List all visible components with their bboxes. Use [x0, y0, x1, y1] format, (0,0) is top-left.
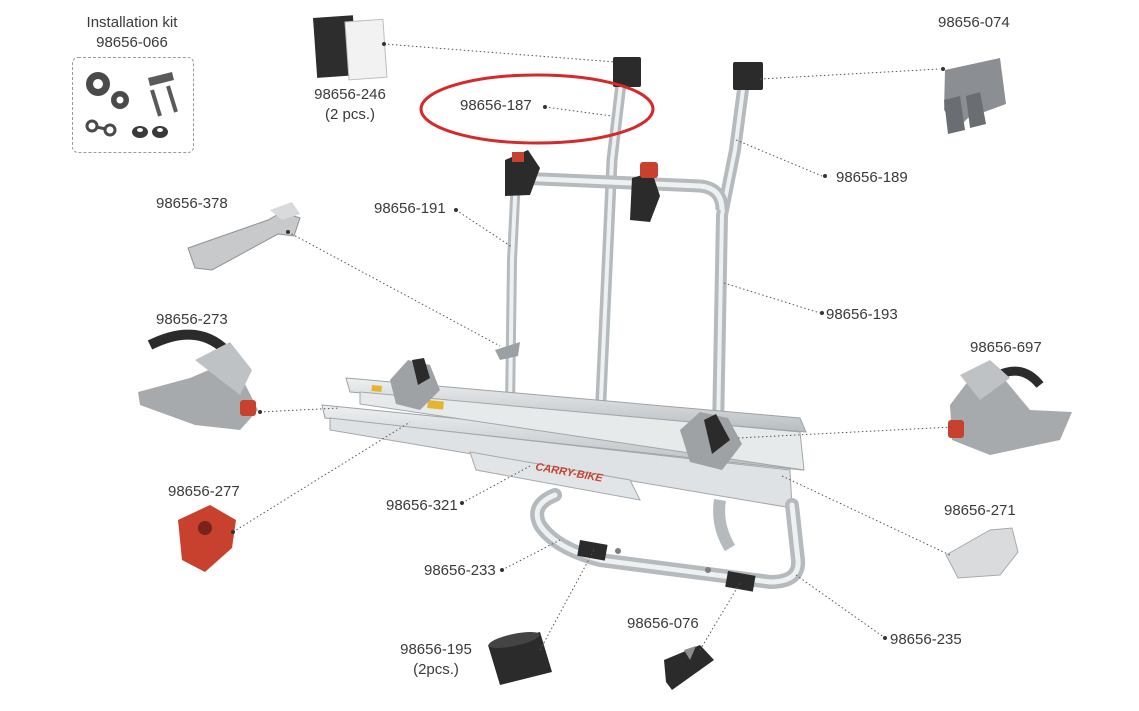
part-98656-378-holder-arm — [187, 202, 301, 271]
label-98656-273: 98656-273 — [156, 311, 228, 328]
label-98656-187: 98656-187 — [460, 97, 532, 114]
label-98656-697: 98656-697 — [970, 339, 1042, 356]
label-98656-246: 98656-246 — [314, 86, 386, 103]
installation-kit-code: 98656-066 — [96, 34, 168, 51]
part-98656-195-sleeve — [488, 632, 552, 685]
part-98656-271-end-cap — [945, 527, 1019, 579]
installation-kit-icons — [85, 72, 178, 138]
label-98656-076: 98656-076 — [627, 615, 699, 632]
label-98656-189: 98656-189 — [836, 169, 908, 186]
highlight-circle — [419, 73, 655, 145]
label-98656-378: 98656-378 — [156, 195, 228, 212]
gear-icon — [86, 72, 129, 109]
part-98656-277-red-knob — [178, 505, 236, 572]
chain-link-icon — [85, 119, 117, 137]
label-98656-195: 98656-195 — [400, 641, 472, 658]
label-98656-193: 98656-193 — [826, 306, 898, 323]
part-98656-697-wheel-holder — [948, 360, 1072, 455]
label-98656-074: 98656-074 — [938, 14, 1010, 31]
label-98656-233: 98656-233 — [424, 562, 496, 579]
leader-dots — [231, 42, 945, 640]
label-98656-191: 98656-191 — [374, 200, 446, 217]
screw-icon — [148, 72, 178, 117]
label-98656-321: 98656-321 — [386, 497, 458, 514]
part-98656-246-pads — [312, 15, 388, 81]
label-98656-246-note: (2 pcs.) — [324, 106, 375, 123]
part-98656-273-wheel-holder — [138, 329, 258, 430]
installation-kit-box — [72, 57, 194, 153]
label-98656-271: 98656-271 — [944, 502, 1016, 519]
label-98656-235: 98656-235 — [890, 631, 962, 648]
part-98656-074-wall-bracket — [944, 58, 1006, 134]
spacer-washer-icon — [132, 126, 168, 138]
label-98656-277: 98656-277 — [168, 483, 240, 500]
label-98656-195-note: (2pcs.) — [413, 661, 459, 678]
leader-lines — [232, 43, 953, 651]
part-98656-076-clip — [664, 645, 714, 690]
bike-rack-assembly — [321, 57, 807, 592]
installation-kit-title: Installation kit — [86, 14, 178, 31]
